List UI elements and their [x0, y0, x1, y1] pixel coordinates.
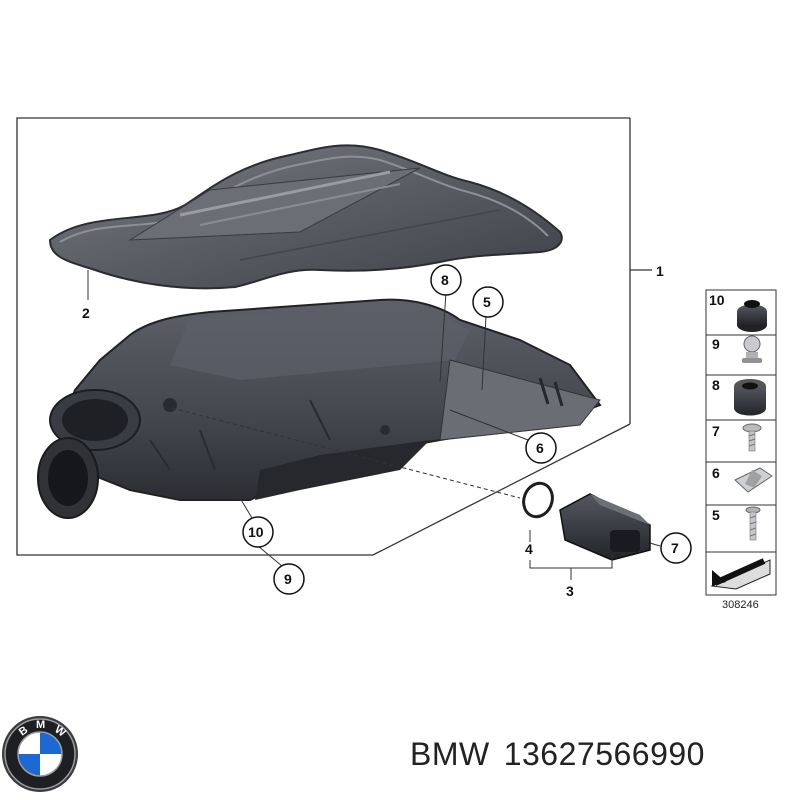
- svg-text:M: M: [36, 719, 45, 731]
- legend-item-6: 6: [712, 465, 720, 481]
- callout-7-circle: 7: [660, 532, 692, 564]
- parts-legend: 10 9 8 7 6 5: [705, 289, 777, 611]
- callout-7: 7: [671, 540, 679, 556]
- air-mass-sensor: [559, 493, 651, 561]
- leader-line-6: [449, 409, 529, 441]
- part-number: 13627566990: [503, 736, 705, 772]
- leader-line-9: [257, 545, 283, 567]
- callout-1: 1: [656, 263, 664, 279]
- callout-9: 9: [284, 571, 292, 587]
- legend-item-5: 5: [712, 507, 720, 523]
- legend-item-9: 9: [712, 336, 720, 352]
- callout-8-circle: 8: [430, 264, 462, 296]
- callout-8: 8: [441, 272, 449, 288]
- callout-6: 6: [536, 440, 544, 456]
- mounting-bolt-icon: [742, 335, 762, 363]
- leader-line-sensor: [171, 407, 521, 499]
- o-ring: [522, 481, 554, 519]
- bracket-3: [529, 555, 613, 569]
- assembly-frame: [16, 117, 631, 556]
- rubber-mount-icon: [734, 379, 766, 416]
- leader-line-5: [481, 315, 487, 391]
- callout-5-circle: 5: [472, 286, 504, 318]
- direction-arrow-icon: [710, 558, 771, 590]
- callout-6-circle: 6: [525, 432, 557, 464]
- grommet-icon: [737, 300, 767, 332]
- callout-10: 10: [248, 524, 264, 540]
- screw-icon: [742, 423, 762, 452]
- leader-line-8: [439, 291, 447, 383]
- bmw-logo: B M W: [2, 716, 78, 792]
- air-filter-lid: [48, 144, 563, 290]
- legend-item-10: 10: [709, 292, 725, 308]
- brand-part-number-line: BMW 13627566990: [410, 736, 719, 773]
- legend-item-8: 8: [712, 377, 720, 393]
- leader-line-10: [227, 477, 253, 519]
- air-filter-housing: [37, 298, 602, 519]
- callout-5: 5: [483, 294, 491, 310]
- callout-2: 2: [82, 305, 90, 321]
- self-tapping-screw-icon: [745, 506, 761, 541]
- callout-9-circle: 9: [273, 563, 305, 595]
- legend-item-7: 7: [712, 423, 720, 439]
- callout-10-circle: 10: [242, 516, 274, 548]
- diagram-reference-number: 308246: [722, 599, 759, 611]
- brand-name: BMW: [410, 736, 490, 772]
- callout-4: 4: [525, 541, 533, 557]
- callout-3: 3: [566, 583, 574, 599]
- clip-nut-icon: [734, 467, 773, 493]
